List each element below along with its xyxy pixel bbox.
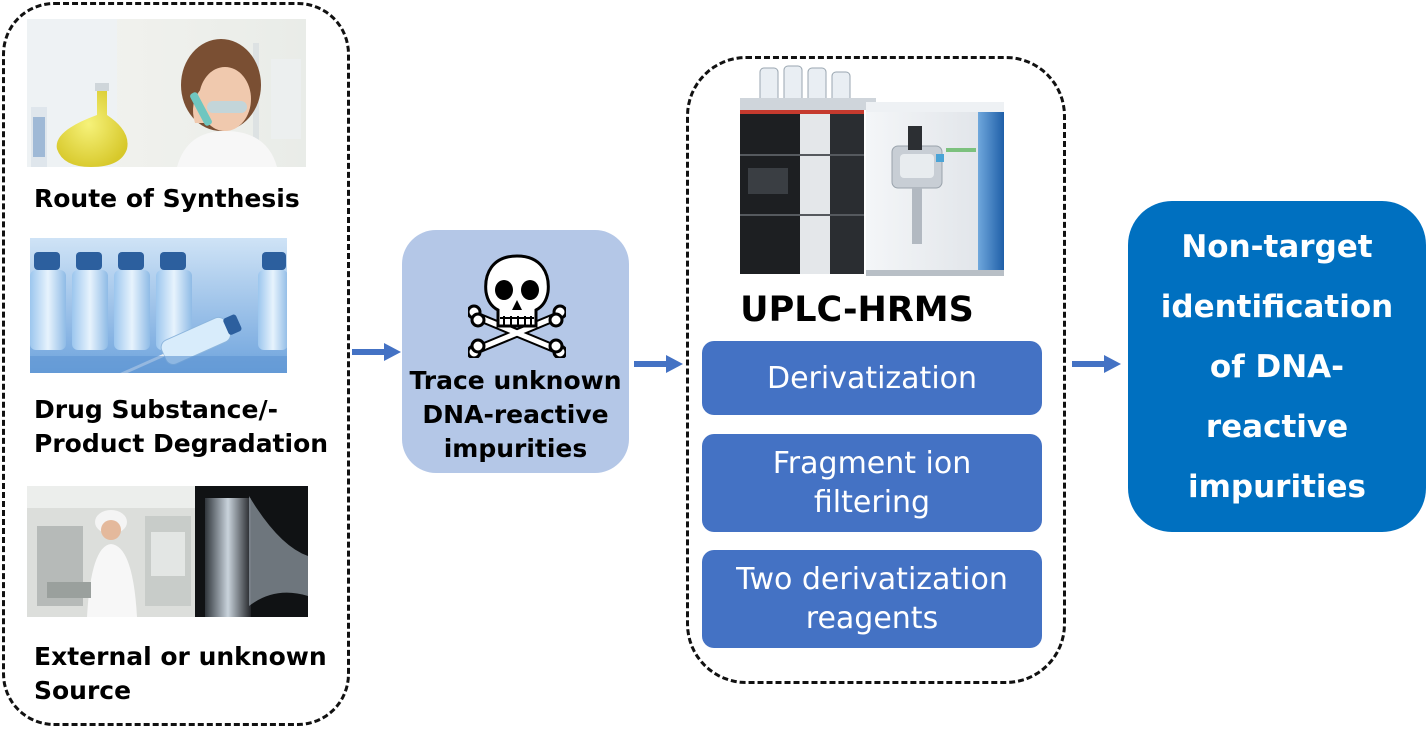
trace-impurities-label: Trace unknown DNA-reactive impurities [409,366,622,463]
arrow-to-instrument [634,355,683,373]
vials-illustration [30,238,287,373]
external-source-photo [27,486,308,617]
arrow-to-trace [352,343,401,361]
result-box: Non-target identification of DNA- reacti… [1128,201,1426,532]
synthesis-label: Route of Synthesis [34,184,300,213]
degradation-label: Drug Substance/- Product Degradation [34,395,329,458]
external-source-label: External or unknown Source [34,642,327,705]
cleanroom-illustration [27,486,308,617]
derivatization-box: Derivatization [702,341,1042,415]
synthesis-photo [27,19,306,167]
fragment-ion-filtering-box: Fragment ion filtering [702,434,1042,532]
arrow-to-result [1072,355,1121,373]
result-label: Non-target identification of DNA- reacti… [1160,228,1394,505]
two-derivatization-reagents-box: Two derivatization reagents [702,550,1042,648]
chemist-illustration [27,19,306,167]
skull-crossbones-icon [468,254,566,358]
sources-panel [2,2,350,726]
degradation-photo [30,238,287,373]
trace-impurities-box: Trace unknown DNA-reactive impurities [402,230,629,473]
instrument-panel [686,56,1066,684]
uplc-hrms-instrument-image [740,65,1004,276]
uplc-hrms-label: UPLC-HRMS [740,290,974,330]
